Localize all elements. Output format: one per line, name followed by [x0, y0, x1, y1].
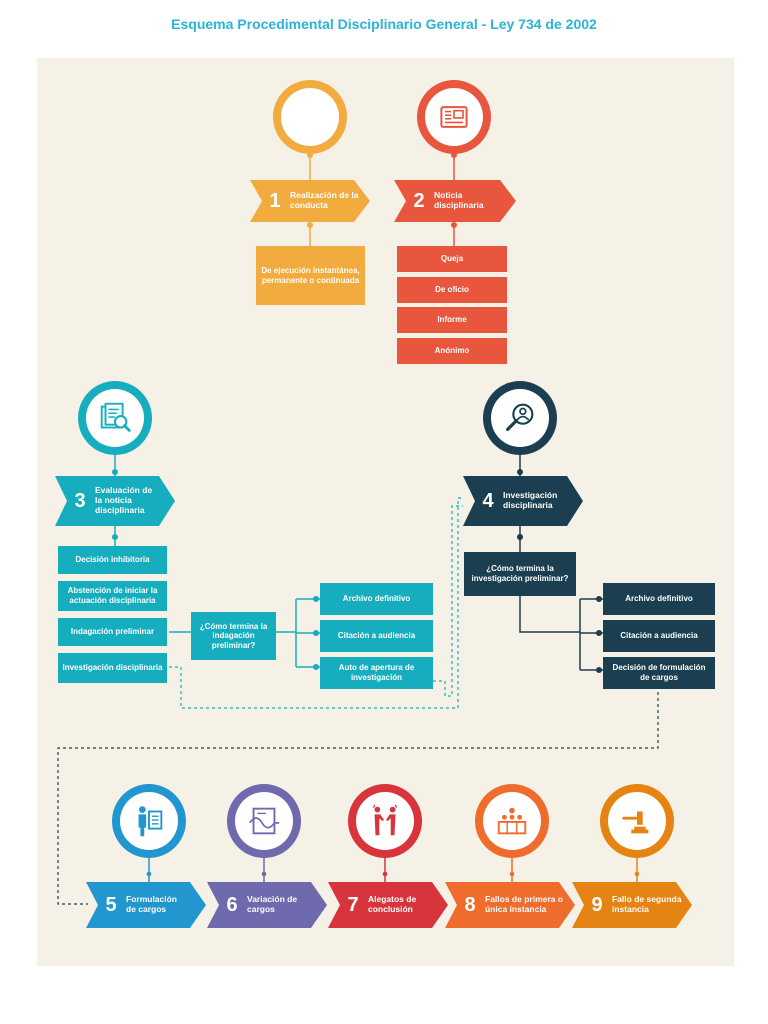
source-anonimo: Anónimo — [397, 338, 507, 364]
step-8-circle — [475, 784, 549, 858]
step-number: 8 — [464, 893, 476, 916]
step-9-circle — [600, 784, 674, 858]
step-label: Variación de cargos — [247, 894, 298, 914]
step-label: Alegatos de conclusión — [368, 894, 417, 914]
step-2-circle — [417, 80, 491, 154]
step-label: Fallo de segunda instancia — [612, 894, 682, 914]
step-4-question: ¿Cómo termina la investigación prelimina… — [464, 552, 576, 596]
running-person-icon — [298, 101, 323, 131]
step-number: 5 — [105, 893, 117, 916]
source-de-oficio: De oficio — [397, 277, 507, 303]
document-wave-icon — [249, 807, 280, 835]
step-number: 4 — [482, 489, 494, 512]
step-2-arrow: 2 Noticia disciplinaria — [394, 180, 516, 222]
step-5-circle — [112, 784, 186, 858]
step-3-arrow: 3 Evaluación de la noticia disciplinaria — [55, 476, 175, 526]
step-number: 2 — [413, 189, 425, 212]
step-label: Formulación de cargos — [126, 894, 178, 914]
two-people-arguing-icon — [372, 804, 398, 836]
person-magnifier-icon — [506, 403, 534, 432]
step-6-arrow: 6 Variación de cargos — [207, 882, 327, 928]
source-informe: Informe — [397, 307, 507, 333]
step-number: 1 — [269, 189, 281, 212]
page-title: Esquema Procedimental Disciplinario Gene… — [171, 16, 597, 32]
gavel-icon — [622, 811, 649, 834]
outcome-auto-apertura: Auto de apertura de investigación — [320, 657, 433, 689]
newspaper-icon — [440, 106, 468, 128]
outcome-formulacion-cargos: Decisión de formulación de cargos — [603, 657, 715, 689]
step-3-question: ¿Cómo termina la indagación preliminar? — [191, 612, 276, 660]
step-label: Investigación disciplinaria — [503, 490, 558, 510]
person-clipboard-icon — [138, 806, 163, 837]
step-number: 7 — [347, 893, 359, 916]
option-indagacion-preliminar: Indagación preliminar — [58, 618, 167, 646]
step-1-circle — [273, 80, 347, 154]
step-5-arrow: 5 Formulación de cargos — [86, 882, 206, 928]
step-label: Fallos de primera o única instancia — [485, 894, 563, 914]
step-4-arrow: 4 Investigación disciplinaria — [463, 476, 583, 526]
step-number: 6 — [226, 893, 238, 916]
step-label: Evaluación de la noticia disciplinaria — [95, 485, 153, 515]
step-number: 9 — [591, 893, 603, 916]
conduct-type-box: De ejecución instantánea, permanente o c… — [256, 246, 365, 305]
outcome-archivo-definitivo: Archivo definitivo — [320, 583, 433, 615]
step-1-arrow: 1 Realización de la conducta — [250, 180, 370, 222]
step-label: Noticia disciplinaria — [434, 190, 484, 210]
step-7-arrow: 7 Alegatos de conclusión — [328, 882, 448, 928]
step-label: Realización de la conducta — [290, 190, 359, 210]
step-8-arrow: 8 Fallos de primera o única instancia — [445, 882, 575, 928]
document-magnifier-icon — [100, 402, 131, 432]
outcome-citacion-audiencia-4: Citación a audiencia — [603, 620, 715, 652]
source-queja: Queja — [397, 246, 507, 272]
step-6-circle — [227, 784, 301, 858]
step-4-circle — [483, 381, 557, 455]
step-7-circle — [348, 784, 422, 858]
step-9-arrow: 9 Fallo de segunda instancia — [572, 882, 692, 928]
option-decision-inhibitoria: Decisión inhibitoria — [58, 546, 167, 574]
option-abstencion: Abstención de iniciar la actuación disci… — [58, 581, 167, 611]
outcome-archivo-definitivo-4: Archivo definitivo — [603, 583, 715, 615]
outcome-citacion-audiencia: Citación a audiencia — [320, 620, 433, 652]
step-3-circle — [78, 381, 152, 455]
tribunal-icon — [497, 807, 527, 835]
option-investigacion-disciplinaria: Investigación disciplinaria — [58, 653, 167, 683]
step-number: 3 — [74, 489, 86, 512]
